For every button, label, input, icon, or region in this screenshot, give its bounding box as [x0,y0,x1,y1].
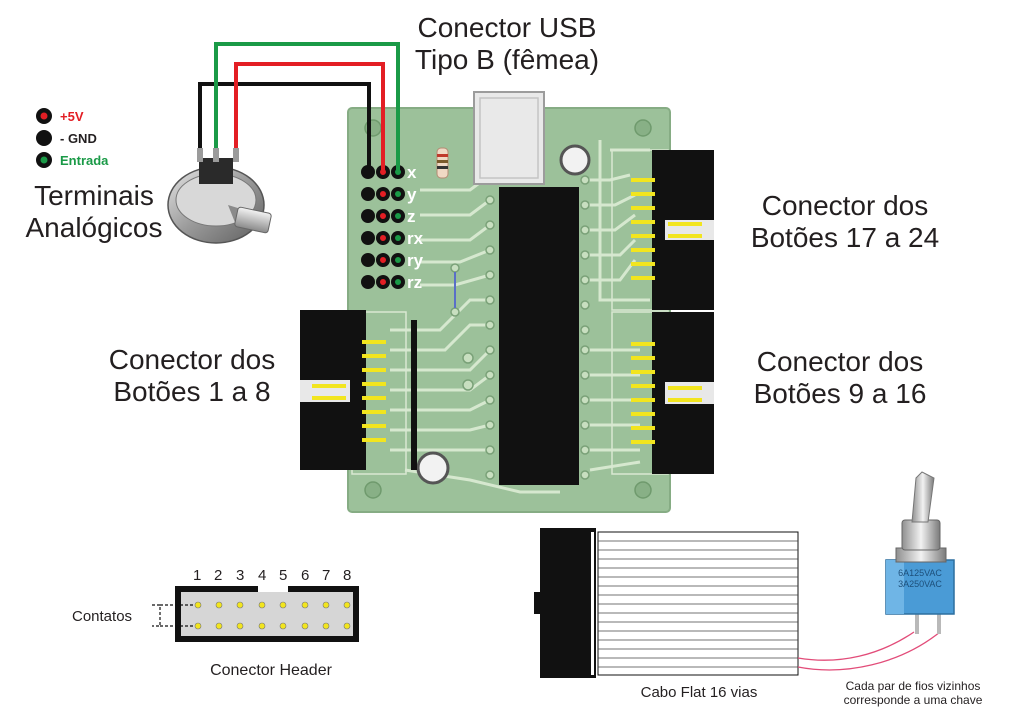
header-pin-number: 5 [279,567,288,584]
axis-label: x [407,163,417,182]
axis-label: z [407,207,416,226]
usb-port-inner [479,97,539,179]
flat-cable-caption: Cabo Flat 16 vias [640,684,758,701]
analog-terminal-pads [361,165,405,289]
axis-label: ry [407,251,424,270]
header-pin-number: 2 [214,567,223,584]
header-connector-illustration [152,586,359,642]
via-pads [450,170,590,480]
switch-marking-line1: 6A125VAC [898,568,942,578]
header-caption: Conector Header [210,662,332,679]
resistor-band [437,166,448,169]
buttons-17-24-line1: Conector dos [761,190,929,221]
usb-mount-hole [559,144,591,176]
resistor-band [437,160,448,163]
axis-label: rx [407,229,424,248]
header-pin-number: 1 [193,567,202,584]
usb-label-line1: Conector USB [417,12,597,43]
switch-caption-line2: corresponde a uma chave [843,692,983,707]
header-pin-number: 7 [322,567,331,584]
analog-label-line2: Analógicos [25,212,163,244]
connector-buttons-1-8 [300,310,386,470]
switch-caption: Cada par de fios vizinhos corresponde a … [808,679,1018,708]
microcontroller-chip [499,187,579,485]
switch-marking-line2: 3A250VAC [898,579,942,589]
buttons-1-8-line2: Botões 1 a 8 [113,376,271,408]
usb-b-connector [473,91,545,185]
header-pin-number: 8 [343,567,352,584]
bottom-hole [416,451,450,485]
legend-input: Entrada [60,153,109,168]
buttons-17-24-label: Conector dos Botões 17 a 24 [730,190,960,254]
axis-labels: x y z rx ry rz [407,162,423,294]
contacts-label: Contatos [72,608,133,625]
header-pin-number: 6 [301,567,310,584]
analog-label-line1: Terminais [34,180,154,211]
wire-gnd [198,82,371,170]
analog-terminals-label: Terminais Analógicos [4,180,184,244]
buttons-9-16-label: Conector dos Botões 9 a 16 [730,346,950,410]
buttons-1-8-line1: Conector dos [108,344,276,375]
legend: +5V - GND Entrada [60,106,108,172]
wire-signal [214,42,400,170]
buttons-9-16-line2: Botões 9 a 16 [753,378,927,410]
usb-label-line2: Tipo B (fêmea) [414,44,600,76]
switch-caption-line1: Cada par de fios vizinhos [845,679,981,693]
axis-label: rz [407,273,423,292]
header-pin-number: 4 [258,567,267,584]
crystal [411,320,417,470]
flat-cable-illustration [534,528,941,678]
buttons-9-16-line1: Conector dos [756,346,924,377]
buttons-1-8-label: Conector dos Botões 1 a 8 [92,344,292,408]
connector-buttons-9-16 [631,312,714,474]
potentiometer-icon [167,148,272,244]
legend-dots [36,108,52,168]
switch-marking: 6A125VAC 3A250VAC [890,568,950,590]
header-pin-number: 3 [236,567,245,584]
buttons-17-24-line2: Botões 17 a 24 [750,222,940,254]
toggle-switch-icon [885,471,955,634]
axis-label: y [407,185,417,204]
connector-buttons-17-24 [631,150,714,310]
resistor-band [437,154,448,157]
wire-5v [234,62,385,170]
usb-label: Conector USB Tipo B (fêmea) [392,12,622,76]
legend-5v: +5V [60,109,84,124]
legend-gnd: - GND [60,131,97,146]
